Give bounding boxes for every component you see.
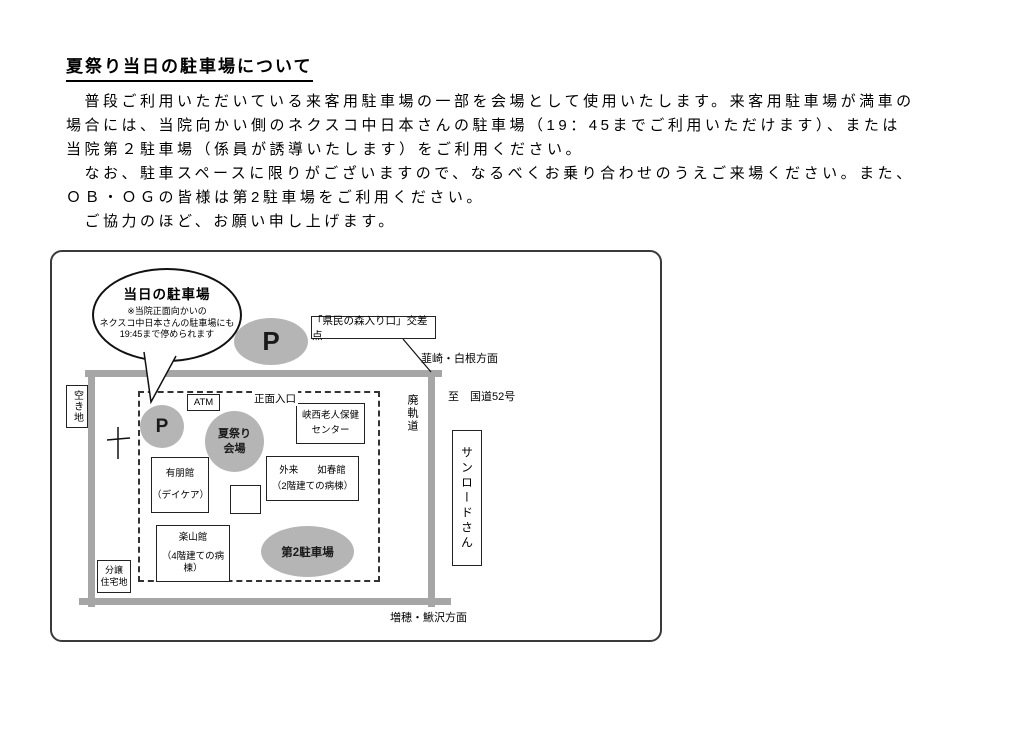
building-label: 楽山館	[178, 532, 208, 544]
outpatient-building-box: 外来 如春館 （2階建ての病棟）	[266, 456, 359, 501]
route-52-label: 至 国道52号	[448, 391, 516, 403]
onsite-parking-symbol: P	[140, 405, 184, 448]
vacant-lot-box: 空き地	[66, 385, 88, 428]
direction-south-label: 増穂・鰍沢方面	[390, 612, 467, 624]
bubble-title: 当日の駐車場	[123, 287, 211, 302]
building-label: センター	[311, 425, 350, 436]
intersection-label: 「県民の森入り口」交差点	[311, 315, 436, 342]
building-label: 有朋館	[165, 468, 195, 479]
main-entrance-label: 正面入口	[252, 391, 298, 406]
bubble-note-line: ※当院正面向かいの	[127, 306, 207, 316]
body-text: 普段ご利用いただいている来客用駐車場の一部を会場として使用いたします。来客用駐車…	[66, 90, 918, 234]
main-parking-symbol: P	[234, 318, 308, 365]
atm-box: ATM	[187, 394, 220, 411]
road-south	[79, 598, 451, 605]
festival-venue-ellipse: 夏祭り 会場	[205, 411, 264, 472]
bubble-note-line: ネクスコ中日本さんの駐車場にも	[99, 317, 235, 328]
housing-area-box: 分譲 住宅地	[97, 560, 131, 593]
parking-map: 当日の駐車場 ※当院正面向かいの ネクスコ中日本さんの駐車場にも 19:45まで…	[50, 250, 662, 642]
parking-callout-bubble: 当日の駐車場 ※当院正面向かいの ネクスコ中日本さんの駐車場にも 19:45まで…	[92, 268, 242, 362]
housing-area-label: 分譲	[104, 565, 123, 575]
building-label: （デイケア）	[152, 490, 210, 501]
paragraph-2: なお、駐車スペースに限りがございますので、なるべくお乗り合わせのうえご来場くださ…	[66, 165, 915, 206]
paragraph-1: 普段ご利用いただいている来客用駐車場の一部を会場として使用いたします。来客用駐車…	[66, 93, 915, 158]
festival-venue-label: 夏祭り	[218, 427, 251, 440]
building-label: （2階建ての病棟）	[271, 480, 354, 492]
yuho-building-box: 有朋館 （デイケア）	[151, 457, 209, 513]
page-title: 夏祭り当日の駐車場について	[66, 52, 313, 82]
direction-northeast-label: 韮崎・白根方面	[421, 353, 498, 365]
second-parking-ellipse: 第2駐車場	[261, 526, 354, 577]
paragraph-3: ご協力のほど、お願い申し上げます。	[66, 213, 397, 230]
housing-area-label: 住宅地	[100, 577, 128, 587]
kyosai-center-box: 峡西老人保健 センター	[296, 403, 365, 444]
festival-venue-label: 会場	[223, 442, 246, 455]
road-west	[88, 370, 95, 607]
building-label: 峡西老人保健	[301, 410, 359, 421]
crossing-symbol-bar	[106, 437, 131, 441]
sunroad-box: サンロードさん	[452, 430, 482, 566]
bubble-note-line: 19:45まで停められます	[119, 329, 215, 339]
building-label: 外来 如春館	[279, 464, 346, 476]
building-label: （4階建ての病棟）	[161, 550, 225, 574]
rakuzan-building-box: 楽山館 （4階建ての病棟）	[156, 525, 230, 582]
small-building-box	[230, 485, 261, 514]
road-east	[428, 370, 435, 607]
road-north	[85, 370, 442, 377]
abandoned-track-label: 廃軌道	[406, 394, 418, 433]
